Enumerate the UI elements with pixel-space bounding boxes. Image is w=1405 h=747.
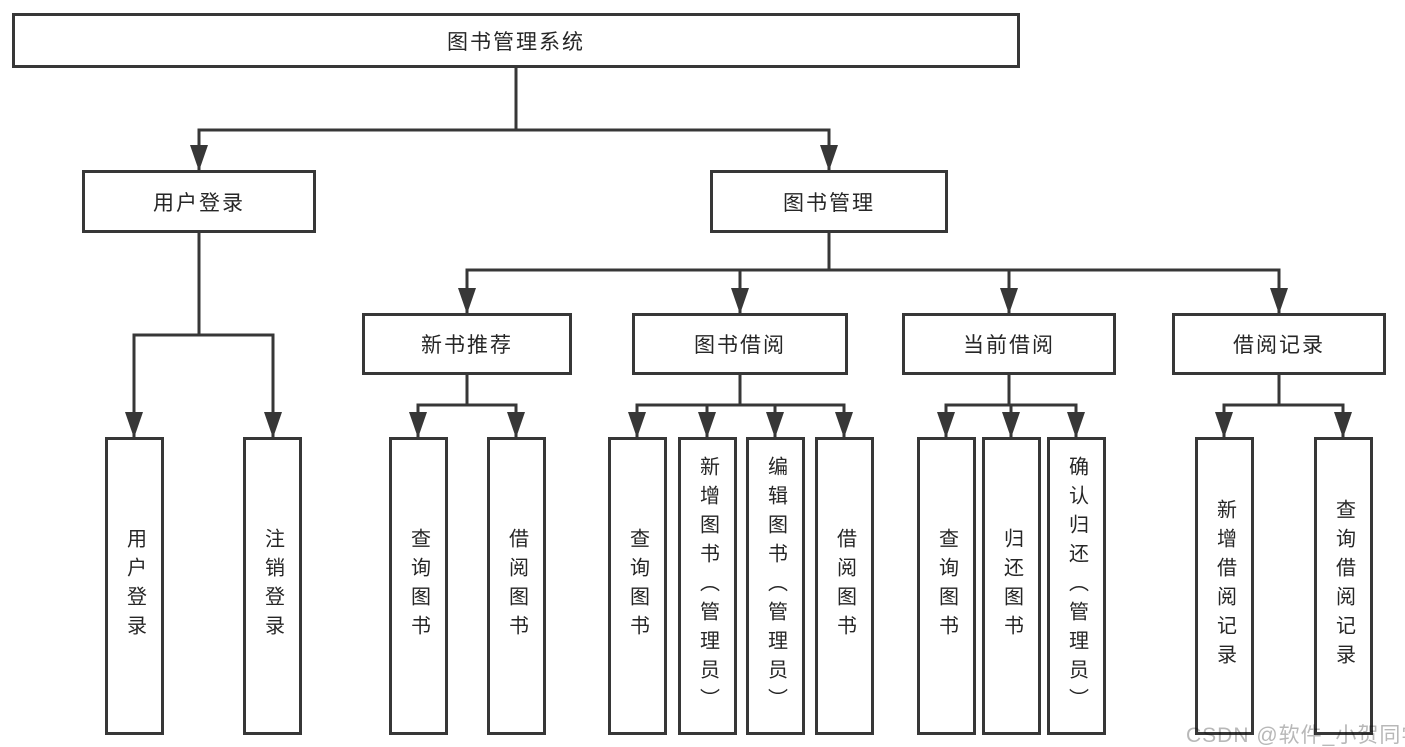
arrowhead: [731, 288, 749, 314]
arrowhead: [698, 412, 716, 438]
arrowhead: [1067, 412, 1085, 438]
node-book-borrow: 图书借阅: [632, 313, 848, 375]
arrowhead: [125, 412, 143, 438]
connector-bookmgmt-span: [465, 268, 1281, 313]
connector-userlogin-span: [132, 333, 275, 437]
arrowhead: [409, 412, 427, 438]
connector-borrow-span: [635, 403, 846, 437]
arrowhead: [264, 412, 282, 438]
arrowhead: [937, 412, 955, 438]
arrowhead: [1215, 412, 1233, 438]
arrowhead: [1002, 412, 1020, 438]
node-return-books: 归还图书: [982, 437, 1041, 735]
node-borrow-books-recommend: 借阅图书: [487, 437, 546, 735]
node-query-books-recommend: 查询图书: [389, 437, 448, 735]
csdn-watermark: CSDN @软件_小贺同学: [1186, 724, 1405, 747]
arrowhead: [1270, 288, 1288, 314]
arrowhead: [820, 145, 838, 171]
arrowhead: [1000, 288, 1018, 314]
node-current-borrow: 当前借阅: [902, 313, 1116, 375]
node-add-borrow-record: 新增借阅记录: [1195, 437, 1254, 735]
connector-root-span: [197, 128, 831, 170]
arrowhead: [766, 412, 784, 438]
node-user-login-leaf: 用户登录: [105, 437, 164, 735]
node-query-books-current: 查询图书: [917, 437, 976, 735]
arrowhead: [458, 288, 476, 314]
node-library-system: 图书管理系统: [12, 13, 1020, 68]
node-user-login: 用户登录: [82, 170, 316, 233]
arrowhead: [190, 145, 208, 171]
arrowhead: [507, 412, 525, 438]
node-edit-book-admin: 编辑图书（管理员）: [746, 437, 805, 735]
node-borrow-books-leaf: 借阅图书: [815, 437, 874, 735]
connector-recommend-span: [416, 403, 518, 437]
node-query-books-borrow: 查询图书: [608, 437, 667, 735]
node-confirm-return-admin: 确认归还（管理员）: [1047, 437, 1106, 735]
arrowhead: [835, 412, 853, 438]
node-book-management: 图书管理: [710, 170, 948, 233]
node-logout-leaf: 注销登录: [243, 437, 302, 735]
node-query-borrow-record: 查询借阅记录: [1314, 437, 1373, 735]
connector-records-span: [1222, 403, 1345, 437]
node-add-book-admin: 新增图书（管理员）: [678, 437, 737, 735]
arrowhead: [1334, 412, 1352, 438]
node-new-book-recommend: 新书推荐: [362, 313, 572, 375]
node-borrow-records: 借阅记录: [1172, 313, 1386, 375]
arrowhead: [628, 412, 646, 438]
